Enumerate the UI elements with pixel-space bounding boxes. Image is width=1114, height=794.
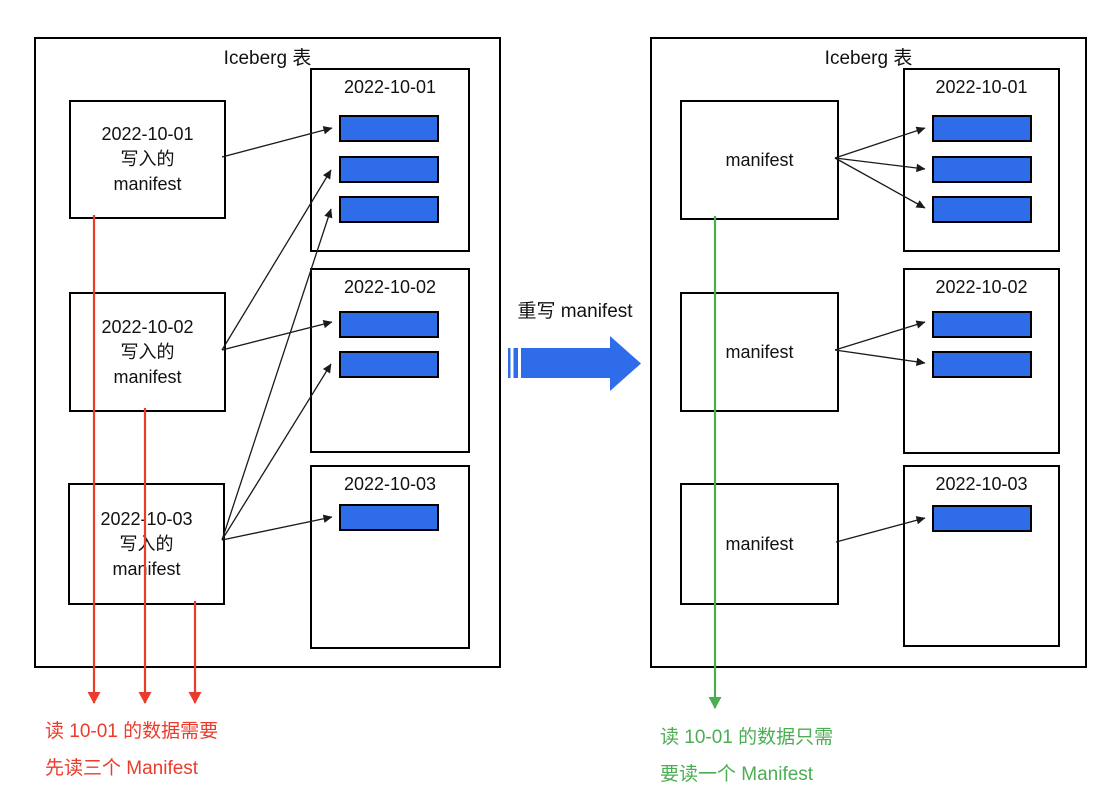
data-file [932, 196, 1032, 223]
left-manifest-1-label: 2022-10-01 写入的 manifest [101, 124, 194, 194]
rewrite-manifest-label: 重写 manifest [517, 301, 633, 322]
left-partition-2022-10-01: 2022-10-01 [310, 68, 470, 252]
data-file [932, 311, 1032, 338]
right-manifest-2: manifest [680, 292, 839, 412]
left-table-title: Iceberg 表 [223, 48, 312, 69]
right-partition-2-title: 2022-10-02 [935, 277, 1028, 297]
data-file [339, 311, 439, 338]
left-annotation-line2: 先读三个 Manifest [45, 758, 199, 779]
right-partition-2022-10-02: 2022-10-02 [903, 268, 1060, 454]
data-file [339, 351, 439, 378]
right-annotation-line2: 要读一个 Manifest [660, 764, 814, 785]
left-manifest-1: 2022-10-01 写入的 manifest [69, 100, 226, 219]
left-manifest-3-label: 2022-10-03 写入的 manifest [100, 508, 193, 579]
data-file [932, 115, 1032, 142]
right-manifest-3: manifest [680, 483, 839, 605]
data-file [932, 156, 1032, 183]
left-iceberg-table-box: Iceberg 表 [34, 37, 501, 668]
left-partition-2022-10-03: 2022-10-03 [310, 465, 470, 649]
left-partition-2-title: 2022-10-02 [343, 277, 437, 297]
right-partition-2022-10-03: 2022-10-03 [903, 465, 1060, 647]
left-annotation-line1: 读 10-01 的数据需要 [45, 721, 219, 742]
right-annotation-line1: 读 10-01 的数据只需 [660, 727, 834, 748]
right-manifest-3-label: manifest [725, 533, 794, 554]
data-file [932, 505, 1032, 532]
right-iceberg-table-box: Iceberg 表 [650, 37, 1087, 668]
right-table-title: Iceberg 表 [824, 48, 913, 69]
left-partition-3-title: 2022-10-03 [343, 474, 437, 494]
data-file [339, 156, 439, 183]
right-partition-2022-10-01: 2022-10-01 [903, 68, 1060, 252]
right-partition-1-title: 2022-10-01 [935, 77, 1028, 97]
left-partition-2022-10-02: 2022-10-02 [310, 268, 470, 453]
left-manifest-2: 2022-10-02 写入的 manifest [69, 292, 226, 412]
left-manifest-3: 2022-10-03 写入的 manifest [68, 483, 225, 605]
left-manifest-2-label: 2022-10-02 写入的 manifest [101, 316, 194, 387]
right-manifest-1: manifest [680, 100, 839, 220]
left-partition-1-title: 2022-10-01 [343, 77, 437, 97]
rewrite-arrow-icon [508, 336, 641, 391]
right-manifest-2-label: manifest [725, 341, 794, 362]
data-file [339, 504, 439, 531]
right-manifest-1-label: manifest [725, 149, 794, 170]
data-file [339, 115, 439, 142]
data-file [932, 351, 1032, 378]
data-file [339, 196, 439, 223]
right-partition-3-title: 2022-10-03 [935, 474, 1028, 494]
